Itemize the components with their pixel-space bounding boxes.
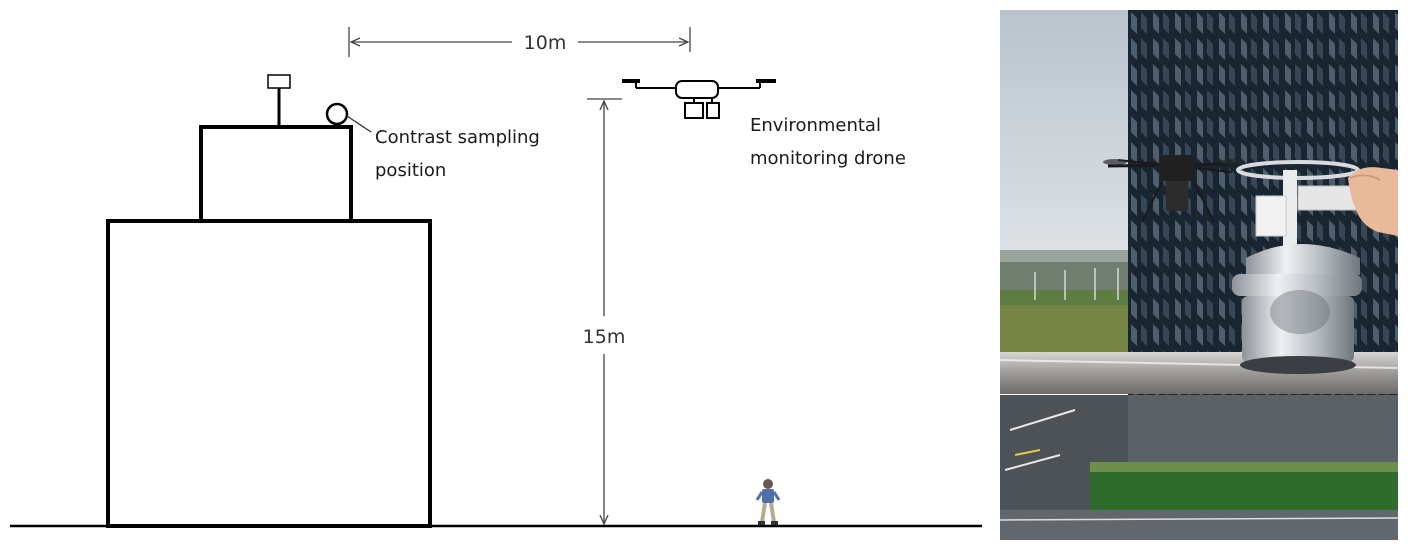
- lawn: [1090, 470, 1398, 510]
- building-rooftop: [199, 125, 353, 223]
- height-dimension: 15m: [583, 98, 626, 524]
- drone-label-line2: monitoring drone: [750, 148, 906, 169]
- mast-icon: [267, 74, 291, 127]
- drone-icon: [622, 79, 776, 119]
- sampler-canister-icon: [1232, 160, 1362, 374]
- contrast-label-line1: Contrast sampling: [375, 127, 540, 148]
- contrast-sampler-icon: [325, 102, 349, 126]
- building-lower: [106, 219, 432, 528]
- person-icon: [755, 479, 781, 525]
- distance-label: 10m: [524, 32, 567, 54]
- drone-label-line1: Environmental: [750, 115, 881, 136]
- hand-icon: [1348, 167, 1398, 236]
- contrast-leader-line: [346, 115, 372, 133]
- height-label: 15m: [583, 326, 626, 348]
- field-photo: [1000, 10, 1398, 540]
- distance-dimension: 10m: [348, 27, 691, 57]
- schematic: Contrast sampling position 10m Environme…: [10, 27, 982, 528]
- photo-drone-icon: [1103, 155, 1244, 223]
- contrast-label-line2: position: [375, 160, 446, 181]
